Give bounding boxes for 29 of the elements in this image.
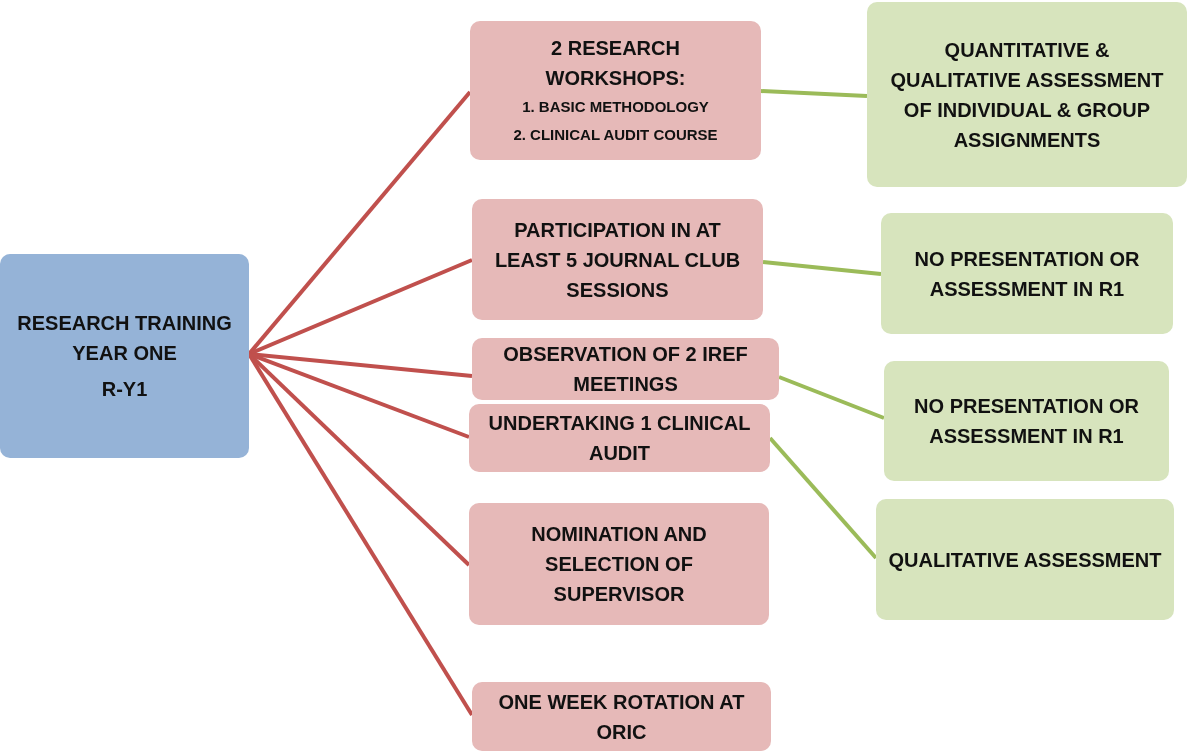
connector-line — [778, 375, 885, 420]
process-box — [470, 21, 761, 160]
box-text: 2. CLINICAL AUDIT COURSE — [513, 124, 718, 145]
process-box — [469, 503, 769, 625]
box-text: 1. BASIC METHODOLOGY — [522, 96, 709, 117]
box-title: ONE WEEK ROTATION AT ORIC — [497, 689, 746, 745]
box-title: OBSERVATION OF 2 IREF MEETINGS — [502, 342, 749, 397]
box-text: R-Y1 — [101, 377, 148, 402]
process-box — [472, 199, 763, 320]
box-title: PARTICIPATION IN AT LEAST 5 JOURNAL CLUB SESSIONS — [493, 217, 742, 303]
process-box — [469, 404, 770, 472]
connector-line — [768, 436, 878, 560]
process-box — [472, 682, 771, 751]
process-box — [881, 213, 1173, 334]
connector-line — [760, 89, 868, 98]
box-title: NO PRESENTATION OR ASSESSMENT IN R1 — [913, 394, 1140, 449]
box-title: QUANTITATIVE & QUALITATIVE ASSESSMENT OF INDIVIDUAL & GROUP ASSIGNMENTS — [889, 37, 1165, 153]
box-title: UNDERTAKING 1 CLINICAL AUDIT — [487, 411, 752, 466]
process-box — [0, 254, 249, 458]
box-title: QUALITATIVE ASSESSMENT — [888, 547, 1162, 573]
process-box — [884, 361, 1169, 481]
box-title: NO PRESENTATION OR ASSESSMENT IN R1 — [913, 246, 1141, 302]
process-box — [876, 499, 1174, 620]
box-title: 2 RESEARCH WORKSHOPS: — [544, 35, 687, 91]
process-box — [867, 2, 1187, 187]
connector-line — [762, 260, 882, 276]
process-box — [472, 338, 779, 400]
box-title: NOMINATION AND SELECTION OF SUPERVISOR — [530, 522, 708, 607]
box-title: RESEARCH TRAINING YEAR ONE — [16, 311, 233, 366]
